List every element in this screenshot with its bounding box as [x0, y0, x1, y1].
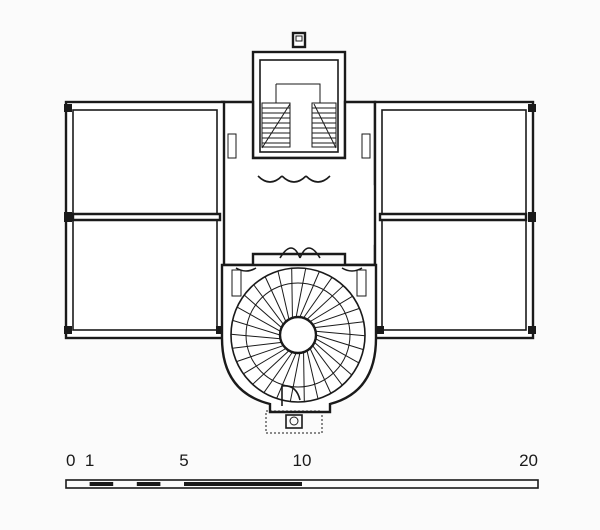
spiral-tread [303, 352, 305, 402]
spiral-tread [291, 268, 293, 318]
spiral-tread [252, 350, 290, 385]
spiral-tread [236, 345, 284, 363]
scale-bar-segment [136, 482, 161, 486]
scale-bar-segment [89, 482, 114, 486]
spiral-tread [315, 330, 366, 337]
tower-top-element [291, 31, 307, 49]
spiral-tread [230, 333, 281, 340]
scale-bar-label: 0 [66, 451, 75, 470]
spiral-tread [299, 271, 320, 318]
entrance-porch [265, 410, 323, 434]
spiral-tread [253, 284, 284, 325]
scale-bar-segment [184, 482, 302, 486]
spiral-tread [276, 352, 297, 399]
spiral-inner-ring [245, 282, 351, 388]
left-wing-piers [64, 104, 224, 334]
spiral-outer-ring [230, 267, 366, 403]
spiral-tread [314, 341, 353, 376]
spiral-tread [306, 350, 319, 400]
spiral-tread [314, 321, 364, 329]
spiral-tread [312, 307, 360, 325]
scale-bar-label: 10 [293, 451, 312, 470]
rotunda [220, 263, 378, 414]
right-wing-piers [376, 104, 536, 334]
spiral-tread [277, 270, 290, 320]
spiral-tread [264, 276, 287, 322]
spiral-tread [312, 345, 343, 386]
spiral-tread [232, 341, 282, 349]
north-stair-tower [251, 50, 347, 160]
spiral-tread [243, 347, 287, 375]
left-wing [64, 100, 226, 340]
spiral-tread [303, 277, 333, 319]
spiral-tread [295, 268, 307, 318]
scale-bar-label: 20 [519, 451, 538, 470]
spiral-tread [236, 306, 281, 332]
scale-bar-label: 1 [85, 451, 94, 470]
scale-bar-label: 5 [179, 451, 188, 470]
spiral-tread [309, 295, 353, 323]
right-wing [373, 100, 536, 340]
spiral-tread [309, 348, 332, 394]
spiral-tread [243, 294, 282, 329]
scale-bar-outline [65, 479, 539, 489]
spiral-staircase [230, 267, 366, 403]
spiral-tread [289, 352, 301, 402]
north-staircase [261, 83, 337, 149]
spiral-tread [263, 351, 293, 393]
spiral-tread [315, 338, 360, 364]
spiral-tread [232, 319, 281, 336]
spiral-tread [315, 334, 364, 351]
spiral-tread [306, 285, 344, 320]
